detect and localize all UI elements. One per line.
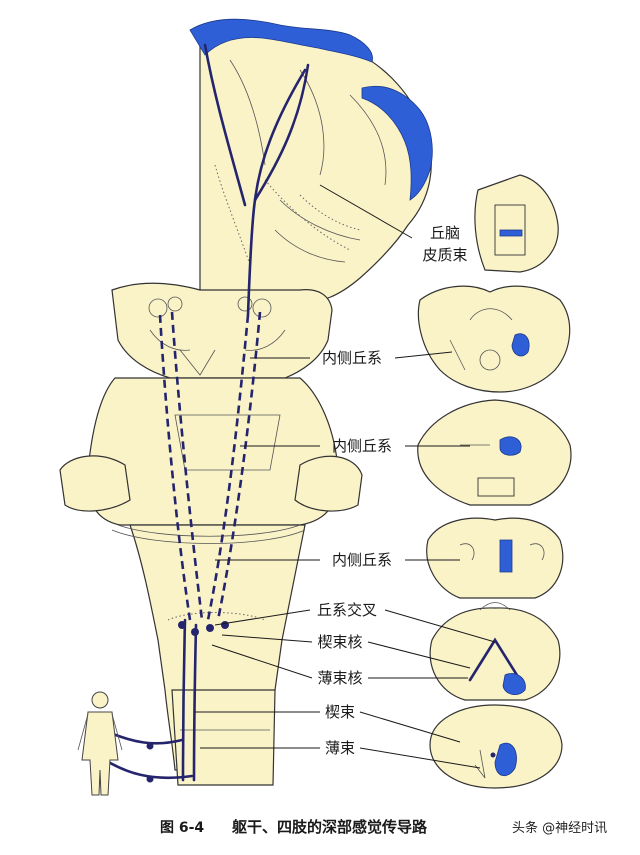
label-lemniscal-decussation: 丘系交叉 [317, 601, 377, 619]
sensory-pathway [103, 43, 310, 783]
midbrain-section [417, 285, 571, 393]
medulla-upper-section [426, 517, 564, 599]
label-thalamocortical-line2: 皮质束 [422, 246, 467, 264]
label-cuneate-nucleus: 楔束核 [317, 633, 362, 651]
label-gracile-nucleus: 薄束核 [317, 669, 362, 687]
figure-caption: 图 6-4 躯干、四肢的深部感觉传导路 [160, 818, 428, 836]
label-cuneate-fasciculus: 楔束 [325, 703, 355, 721]
label-medial-lemniscus-3: 内侧丘系 [332, 551, 392, 569]
pons-section [417, 399, 572, 506]
medulla-lower-section [429, 602, 561, 701]
cortex-highlight [189, 18, 433, 201]
label-thalamocortical-line1: 丘脑 [430, 224, 460, 242]
brainstem [59, 282, 363, 786]
thalamus-section [474, 174, 559, 273]
watermark: 头条 @神经时讯 [512, 820, 607, 836]
spinal-cord-section [429, 704, 563, 789]
label-medial-lemniscus-2: 内侧丘系 [332, 437, 392, 455]
caption-title: 躯干、四肢的深部感觉传导路 [231, 818, 428, 836]
human-figure [77, 691, 123, 796]
label-gracile-fasciculus: 薄束 [325, 739, 355, 757]
leader-lines [195, 184, 496, 769]
labels: 丘脑 皮质束 内侧丘系 内侧丘系 内侧丘系 丘系交叉 楔束核 薄束核 楔束 薄束 [317, 224, 468, 757]
label-medial-lemniscus-1: 内侧丘系 [322, 349, 382, 367]
caption-number: 图 6-4 [160, 820, 204, 836]
